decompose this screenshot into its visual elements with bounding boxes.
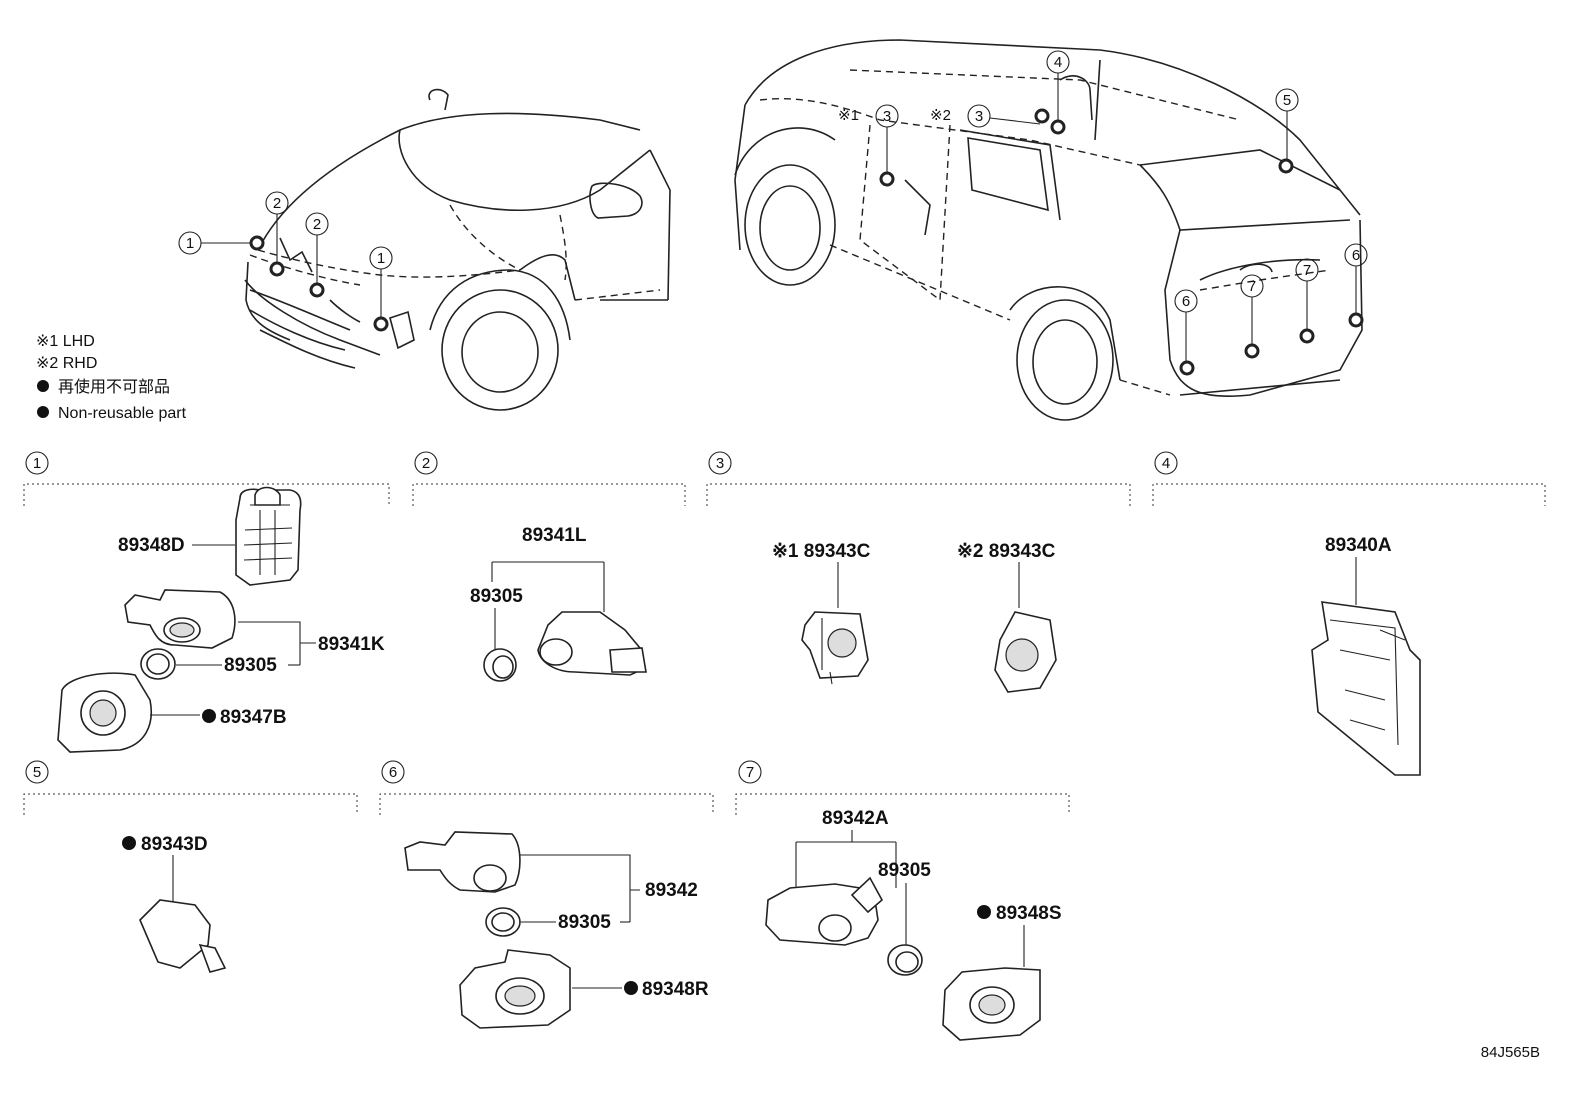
rear-callout-7a: 7 — [1248, 278, 1256, 295]
group-1-number: 1 — [33, 455, 41, 472]
legend-note-rhd: ※2 RHD — [36, 355, 97, 372]
part-label: ※2 89343C — [957, 541, 1056, 562]
nonreusable-bullet-icon — [202, 709, 216, 723]
rear-callout-5: 5 — [1283, 92, 1291, 109]
legend-nonreusable-jp: 再使用不可部品 — [58, 378, 170, 396]
group-3-parts: ※1 89343C ※2 89343C — [772, 541, 1057, 693]
legend-note-lhd: ※1 LHD — [36, 333, 95, 350]
legend: ※1 LHD ※2 RHD 再使用不可部品 Non-reusable part — [36, 333, 187, 422]
part-label: 89341L — [522, 525, 587, 546]
rear-mark-rhd: ※2 — [930, 107, 951, 124]
part-label: 89341K — [318, 634, 385, 655]
group-4-parts: 89340A — [1311, 535, 1421, 776]
rear-vehicle-illustration — [734, 39, 1363, 421]
part-label: 89342 — [645, 880, 698, 901]
group-7-parts: 89342A 89305 89348S — [765, 808, 1062, 1041]
front-vehicle-illustration — [244, 88, 671, 411]
part-label: 89348S — [996, 903, 1062, 924]
group-frames: 1 2 3 4 5 6 7 — [23, 451, 1546, 815]
rear-callouts: ※1 3 ※2 3 4 5 6 7 7 6 — [838, 50, 1368, 376]
group-3-number: 3 — [716, 455, 724, 472]
part-label: 89347B — [220, 707, 287, 728]
group-5-number: 5 — [33, 764, 41, 781]
part-89340A-illustration — [1311, 601, 1421, 776]
group-4-number: 4 — [1162, 455, 1170, 472]
front-callout-1b: 1 — [377, 250, 385, 267]
part-label: 89343D — [141, 834, 208, 855]
legend-bullet-icon — [37, 380, 49, 392]
group-5-parts: 89343D — [122, 834, 227, 973]
part-label: 89305 — [470, 586, 523, 607]
diagram-code: 84J565B — [1481, 1044, 1540, 1061]
part-label: 89305 — [558, 912, 611, 933]
front-callout-1a: 1 — [186, 235, 194, 252]
part-label: 89305 — [878, 860, 931, 881]
nonreusable-bullet-icon — [122, 836, 136, 850]
group-6-number: 6 — [389, 764, 397, 781]
front-callout-2b: 2 — [313, 216, 321, 233]
part-label: 89340A — [1325, 535, 1392, 556]
nonreusable-bullet-icon — [624, 981, 638, 995]
group-7-number: 7 — [746, 764, 754, 781]
rear-callout-7b: 7 — [1303, 262, 1311, 279]
group-2-number: 2 — [422, 455, 430, 472]
part-label: ※1 89343C — [772, 541, 871, 562]
part-89348D-illustration — [235, 488, 302, 586]
part-label: 89342A — [822, 808, 889, 829]
group-1-parts: 89348D 89341K 89305 89347B — [57, 486, 385, 753]
part-label: 89305 — [224, 655, 277, 676]
part-89343D-illustration — [139, 899, 211, 969]
legend-bullet-icon — [37, 406, 49, 418]
rear-callout-4: 4 — [1054, 54, 1062, 71]
front-callout-2a: 2 — [273, 195, 281, 212]
rear-mark-lhd: ※1 — [838, 107, 859, 124]
group-6-parts: 89342 89305 89348R — [404, 831, 709, 1029]
rear-callout-3a: 3 — [883, 108, 891, 125]
front-callouts: 1 2 2 1 — [178, 191, 393, 332]
legend-nonreusable-en: Non-reusable part — [58, 405, 187, 422]
rear-callout-3b: 3 — [975, 108, 983, 125]
group-2-parts: 89341L 89305 — [470, 525, 647, 682]
rear-callout-6a: 6 — [1182, 293, 1190, 310]
rear-callout-6b: 6 — [1352, 247, 1360, 264]
nonreusable-bullet-icon — [977, 905, 991, 919]
part-label: 89348D — [118, 535, 185, 556]
part-label: 89348R — [642, 979, 709, 1000]
